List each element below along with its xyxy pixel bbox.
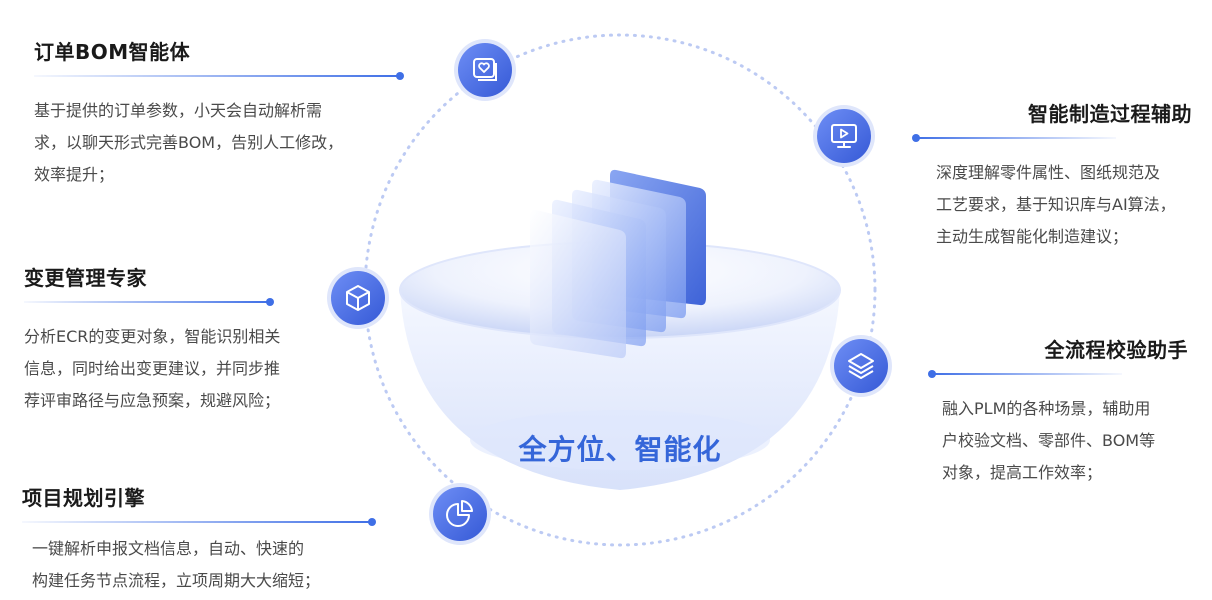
glass-panels (530, 169, 706, 359)
feature-description: 融入PLM的各种场景，辅助用 户校验文档、零部件、BOM等 对象，提高工作效率； (932, 393, 1188, 489)
layers-icon (830, 335, 892, 397)
connector-line (928, 370, 1122, 378)
feature-description: 一键解析申报文档信息，自动、快速的 构建任务节点流程，立项周期大大缩短； (22, 533, 372, 597)
description-line: 构建任务节点流程，立项周期大大缩短； (32, 571, 321, 590)
connector-line (24, 298, 274, 306)
description-line: 分析ECR的变更对象，智能识别相关 (24, 327, 281, 346)
connector-dot (368, 518, 376, 526)
connector-dot (912, 134, 920, 142)
description-line: 户校验文档、零部件、BOM等 (942, 431, 1156, 450)
feature-description: 分析ECR的变更对象，智能识别相关 信息，同时给出变更建议，并同步推 荐评审路径… (24, 321, 280, 417)
description-line: 主动生成智能化制造建议； (936, 227, 1129, 246)
feature-project-planning: 项目规划引擎 一键解析申报文档信息，自动、快速的 构建任务节点流程，立项周期大大… (22, 482, 376, 597)
connector-dot (396, 72, 404, 80)
feature-full-process-check: 全流程校验助手 融入PLM的各种场景，辅助用 户校验文档、零部件、BOM等 对象… (928, 334, 1188, 489)
feature-description: 深度理解零件属性、图纸规范及 工艺要求，基于知识库与AI算法， 主动生成智能化制… (916, 157, 1192, 253)
feature-title: 智能制造过程辅助 (1028, 102, 1192, 126)
bowl-glow (470, 410, 770, 470)
feature-title: 订单BOM智能体 (34, 40, 191, 64)
pie-chart-icon (429, 483, 491, 545)
play-monitor-icon (813, 105, 875, 167)
feature-title: 变更管理专家 (24, 266, 147, 290)
description-line: 信息，同时给出变更建议，并同步推 (24, 359, 281, 378)
feature-order-bom: 订单BOM智能体 基于提供的订单参数，小天会自动解析需 求，以聊天形式完善BOM… (34, 36, 404, 191)
description-line: 一键解析申报文档信息，自动、快速的 (32, 539, 305, 558)
description-line: 工艺要求，基于知识库与AI算法， (936, 195, 1176, 214)
connector-dot (928, 370, 936, 378)
heart-card-icon (454, 39, 516, 101)
feature-title: 项目规划引擎 (22, 486, 145, 510)
description-line: 对象，提高工作效率； (942, 463, 1103, 482)
feature-title: 全流程校验助手 (1044, 338, 1188, 362)
cube-icon (327, 267, 389, 329)
description-line: 融入PLM的各种场景，辅助用 (942, 399, 1151, 418)
feature-change-management: 变更管理专家 分析ECR的变更对象，智能识别相关 信息，同时给出变更建议，并同步… (24, 262, 280, 417)
description-line: 荐评审路径与应急预案，规避风险； (24, 391, 281, 410)
connector-line (34, 72, 404, 80)
connector-line (912, 134, 1116, 142)
description-line: 基于提供的订单参数，小天会自动解析需 (34, 101, 323, 120)
feature-smart-manufacturing: 智能制造过程辅助 深度理解零件属性、图纸规范及 工艺要求，基于知识库与AI算法，… (912, 98, 1192, 253)
description-line: 求，以聊天形式完善BOM，告别人工修改， (34, 133, 344, 152)
description-line: 效率提升； (34, 165, 115, 184)
connector-dot (266, 298, 274, 306)
description-line: 深度理解零件属性、图纸规范及 (936, 163, 1161, 182)
connector-line (22, 518, 376, 526)
feature-description: 基于提供的订单参数，小天会自动解析需 求，以聊天形式完善BOM，告别人工修改， … (34, 95, 400, 191)
center-title: 全方位、智能化 (518, 433, 722, 466)
